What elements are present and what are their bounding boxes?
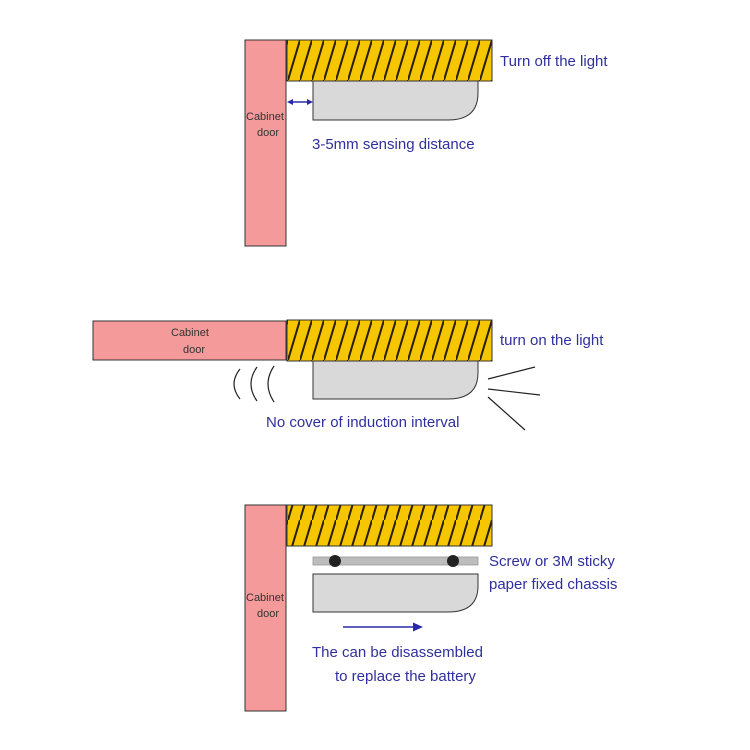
slide-direction-arrow: [343, 622, 423, 632]
sensing-distance-label: 3-5mm sensing distance: [312, 136, 475, 153]
battery-replacement-label: The can be disassembled: [312, 644, 483, 661]
cabinet-shelf: [286, 504, 493, 547]
light-status-label: Turn off the light: [500, 53, 608, 70]
panel-door-closed: Cabinet door Turn off the light 3-5mm se…: [244, 39, 608, 247]
panel-door-open: Cabinet door turn on the light No cover …: [92, 319, 604, 431]
light-status-label: turn on the light: [500, 332, 604, 349]
cabinet-shelf: [286, 39, 493, 82]
screw-icon: [447, 555, 459, 567]
cabinet-door: [244, 504, 287, 712]
cabinet-door-label: door: [257, 127, 279, 139]
cabinet-door-label: Cabinet: [171, 327, 209, 339]
cabinet-door-label: Cabinet: [246, 111, 284, 123]
light-rays-icon: [487, 366, 541, 431]
sensor-light-body: [312, 360, 479, 400]
sensor-light-body: [312, 80, 479, 121]
cabinet-door-label: door: [183, 344, 205, 356]
cabinet-door: [244, 39, 287, 247]
induction-interval-label: No cover of induction interval: [266, 414, 459, 431]
cabinet-shelf: [286, 319, 493, 362]
mounting-chassis-plate: [312, 556, 479, 566]
battery-replacement-label: to replace the battery: [335, 668, 476, 685]
cabinet-door-label: Cabinet: [246, 592, 284, 604]
chassis-fixing-label: paper fixed chassis: [489, 576, 617, 593]
sensor-light-body: [312, 573, 479, 613]
screw-icon: [329, 555, 341, 567]
cabinet-door-label: door: [257, 608, 279, 620]
panel-chassis-mount: Cabinet door Screw or 3M sticky paper fi…: [244, 504, 617, 712]
chassis-fixing-label: Screw or 3M sticky: [489, 553, 615, 570]
induction-wave-icon: [233, 365, 275, 403]
cabinet-door: [92, 320, 287, 361]
sensing-distance-arrow: [287, 99, 313, 105]
